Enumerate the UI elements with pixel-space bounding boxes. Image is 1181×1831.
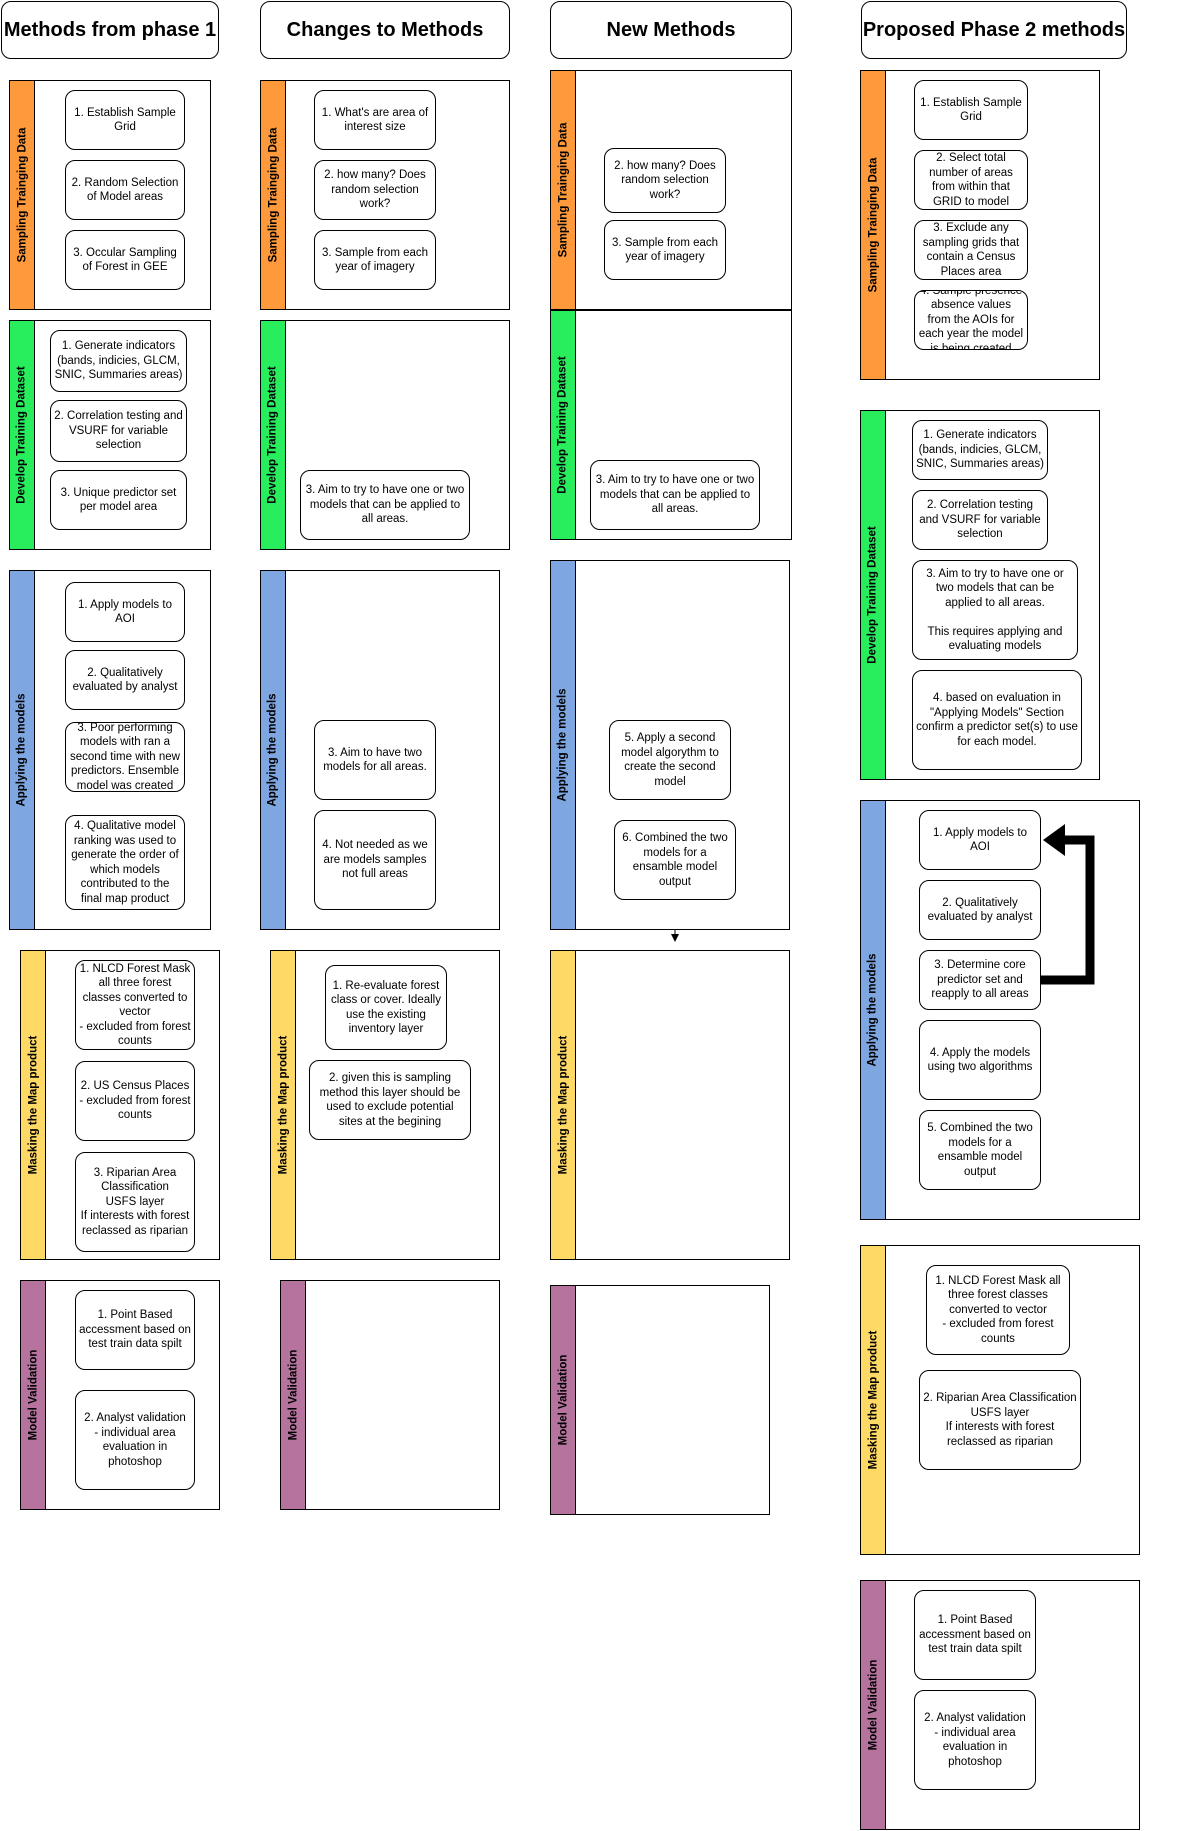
swimlane-label-text: Sampling Trainging Data [867,157,880,293]
swimlane-label-masking: Masking the Map product [271,951,296,1259]
process-step-c4a5[interactable]: 5. Combined the two models for a ensambl… [919,1110,1041,1190]
process-step-c1v2[interactable]: 2. Analyst validation - individual area … [75,1390,195,1490]
process-step-c1s1[interactable]: 1. Establish Sample Grid [65,90,185,150]
process-step-c2d1[interactable]: 3. Aim to try to have one or two models … [300,470,470,540]
swimlane-label-validation: Model Validation [551,1286,576,1514]
column-header-2: Changes to Methods [260,1,510,59]
swimlane-label-applying: Applying the models [551,561,576,929]
process-step-c4v2[interactable]: 2. Analyst validation - individual area … [914,1690,1036,1790]
process-step-c1m2[interactable]: 2. US Census Places - excluded from fore… [75,1061,195,1141]
process-step-c2a2[interactable]: 4. Not needed as we are models samples n… [314,810,436,910]
swimlane-label-sampling: Sampling Trainging Data [10,81,35,309]
process-step-c1m1[interactable]: 1. NLCD Forest Mask all three forest cla… [75,960,195,1050]
process-step-c4a3[interactable]: 3. Determine core predictor set and reap… [919,950,1041,1010]
swimlane-label-text: Model Validation [867,1659,880,1751]
process-step-c2s2[interactable]: 2. how many? Does random selection work? [314,160,436,220]
process-step-c4m2[interactable]: 2. Riparian Area Classification USFS lay… [919,1370,1081,1470]
swimlane-label-develop: Develop Training Dataset [551,311,576,539]
swimlane-label-sampling: Sampling Trainging Data [551,71,576,309]
swimlane-label-develop: Develop Training Dataset [10,321,35,549]
swimlane-label-text: Model Validation [287,1349,300,1441]
swimlane-label-text: Sampling Trainging Data [267,127,280,263]
process-step-c4a2[interactable]: 2. Qualitatively evaluated by analyst [919,880,1041,940]
swimlane-label-validation: Model Validation [21,1281,46,1509]
process-step-c4s4[interactable]: 4. Sample presence absence values from t… [914,290,1028,350]
swimlane-label-text: Applying the models [267,693,279,807]
swimlane-label-masking: Masking the Map product [21,951,46,1259]
swimlane-label-validation: Model Validation [281,1281,306,1509]
swimlane-label-develop: Develop Training Dataset [861,411,886,779]
swimlane-label-text: Applying the models [16,693,28,807]
swimlane-label-applying: Applying the models [861,801,886,1219]
process-step-c1m3[interactable]: 3. Riparian Area Classification USFS lay… [75,1152,195,1252]
swimlane-label-develop: Develop Training Dataset [261,321,286,549]
swimlane-label-validation: Model Validation [861,1581,886,1829]
process-step-c4s2[interactable]: 2. Select total number of areas from wit… [914,150,1028,210]
process-step-c2s1[interactable]: 1. What's are area of interest size [314,90,436,150]
process-step-c1d2[interactable]: 2. Correlation testing and VSURF for var… [50,400,187,462]
swimlane-label-text: Develop Training Dataset [867,526,879,664]
process-step-c4s1[interactable]: 1. Establish Sample Grid [914,80,1028,140]
process-step-c4s3[interactable]: 3. Exclude any sampling grids that conta… [914,220,1028,280]
swimlane-label-text: Sampling Trainging Data [16,127,29,263]
swimlane-label-text: Develop Training Dataset [557,356,569,494]
process-step-c1a2[interactable]: 2. Qualitatively evaluated by analyst [65,650,185,710]
swimlane-c2-validation: Model Validation [280,1280,500,1510]
process-step-c4v1[interactable]: 1. Point Based accessment based on test … [914,1590,1036,1680]
process-step-c3a1[interactable]: 5. Apply a second model algorythm to cre… [609,720,731,800]
process-step-c1a1[interactable]: 1. Apply models to AOI [65,582,185,642]
swimlane-label-applying: Applying the models [261,571,286,929]
process-step-c1s2[interactable]: 2. Random Selection of Model areas [65,160,185,220]
process-step-c4m1[interactable]: 1. NLCD Forest Mask all three forest cla… [926,1265,1070,1355]
swimlane-label-text: Applying the models [867,953,879,1067]
process-step-c1a3[interactable]: 3. Poor performing models with ran a sec… [65,722,185,792]
column-header-4: Proposed Phase 2 methods [861,1,1127,59]
swimlane-label-masking: Masking the Map product [551,951,576,1259]
process-step-c3a2[interactable]: 6. Combined the two models for a ensambl… [614,820,736,900]
process-step-c4d2[interactable]: 2. Correlation testing and VSURF for var… [912,490,1048,550]
process-step-c4a4[interactable]: 4. Apply the models using two algorithms [919,1020,1041,1100]
swimlane-label-text: Develop Training Dataset [16,366,28,504]
process-step-c1v1[interactable]: 1. Point Based accessment based on test … [75,1290,195,1370]
process-step-c1d3[interactable]: 3. Unique predictor set per model area [50,470,187,530]
process-step-c2a1[interactable]: 3. Aim to have two models for all areas. [314,720,436,800]
process-step-c3s1[interactable]: 2. how many? Does random selection work? [604,148,726,213]
swimlane-c3-validation: Model Validation [550,1285,770,1515]
process-step-c3d1[interactable]: 3. Aim to try to have one or two models … [590,460,760,530]
process-step-c3s2[interactable]: 3. Sample from each year of imagery [604,220,726,280]
process-step-c1s3[interactable]: 3. Occular Sampling of Forest in GEE [65,230,185,290]
swimlane-label-sampling: Sampling Trainging Data [861,71,886,379]
process-step-c4d3[interactable]: 3. Aim to try to have one or two models … [912,560,1078,660]
swimlane-label-text: Model Validation [557,1354,570,1446]
swimlane-label-text: Masking the Map product [277,1035,289,1175]
column-header-1: Methods from phase 1 [1,1,219,59]
swimlane-label-text: Masking the Map product [27,1035,39,1175]
swimlane-label-text: Develop Training Dataset [267,366,279,504]
process-step-c4d4[interactable]: 4. based on evaluation in "Applying Mode… [912,670,1082,770]
process-step-c2m1[interactable]: 1. Re-evaluate forest class or cover. Id… [325,965,447,1050]
swimlane-label-masking: Masking the Map product [861,1246,886,1554]
swimlane-label-text: Masking the Map product [867,1330,879,1470]
process-step-c4d1[interactable]: 1. Generate indicators (bands, indicies,… [912,420,1048,480]
swimlane-label-text: Applying the models [557,688,569,802]
process-step-c2s3[interactable]: 3. Sample from each year of imagery [314,230,436,290]
swimlane-label-text: Model Validation [27,1349,40,1441]
process-step-c1a4[interactable]: 4. Qualitative model ranking was used to… [65,815,185,910]
column-header-3: New Methods [550,1,792,59]
process-step-c4a1[interactable]: 1. Apply models to AOI [919,810,1041,870]
process-step-c1d1[interactable]: 1. Generate indicators (bands, indicies,… [50,330,187,392]
swimlane-label-sampling: Sampling Trainging Data [261,81,286,309]
swimlane-label-text: Masking the Map product [557,1035,569,1175]
process-step-c2m2[interactable]: 2. given this is sampling method this la… [309,1060,471,1140]
swimlane-label-text: Sampling Trainging Data [557,122,570,258]
swimlane-label-applying: Applying the models [10,571,35,929]
swimlane-c3-masking: Masking the Map product [550,950,790,1260]
